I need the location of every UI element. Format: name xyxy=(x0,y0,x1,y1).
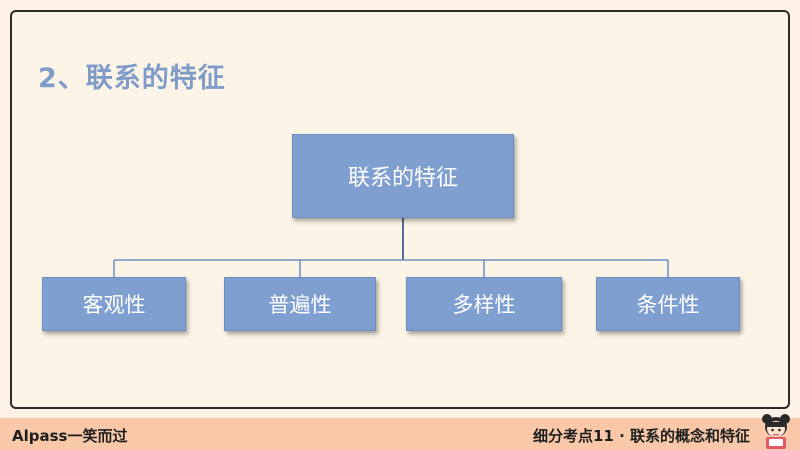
root-node-label: 联系的特征 xyxy=(347,166,458,191)
child-node-label: 普遍性 xyxy=(268,293,332,317)
slide-title: 2、联系的特征 xyxy=(38,63,226,94)
slide-canvas: 2、联系的特征 联系的特征 客观性 普遍性 多样性 条件性 xyxy=(10,10,790,409)
child-node-universality: 普遍性 xyxy=(224,277,376,331)
child-node-label: 客观性 xyxy=(82,293,146,317)
root-node: 联系的特征 xyxy=(292,134,514,218)
child-node-diversity: 多样性 xyxy=(406,277,562,331)
footer-bar: Alpass一笑而过 细分考点11 · 联系的概念和特征 xyxy=(0,418,800,450)
child-node-conditionality: 条件性 xyxy=(596,277,740,331)
footer-topic: 细分考点11 · 联系的概念和特征 xyxy=(532,427,750,445)
tree-connector-lines xyxy=(113,218,669,277)
child-node-objectivity: 客观性 xyxy=(42,277,186,331)
footer-brand: Alpass一笑而过 xyxy=(12,427,128,445)
child-node-label: 多样性 xyxy=(452,293,516,317)
mascot-icon xyxy=(762,414,790,449)
child-node-label: 条件性 xyxy=(636,293,700,317)
